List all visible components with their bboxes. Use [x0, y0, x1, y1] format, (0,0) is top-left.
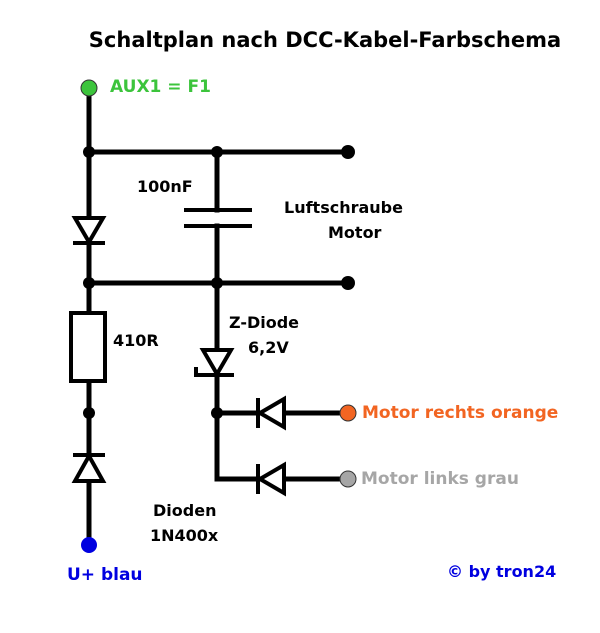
resistor-label: 410R	[113, 331, 159, 350]
motor-left-label: Motor links grau	[361, 469, 519, 489]
terminal-dot	[341, 276, 355, 290]
motor-label-line1: Luftschraube	[284, 198, 403, 217]
diode-lower-symbol	[71, 451, 107, 483]
terminal-dot	[341, 145, 355, 159]
resistor-symbol	[69, 311, 107, 383]
junction-dot	[211, 277, 223, 289]
junction-dot	[211, 407, 223, 419]
motor-right-label: Motor rechts orange	[362, 403, 559, 423]
diodes-label-line2: 1N400x	[150, 526, 219, 545]
diode-upper-symbol	[71, 216, 107, 246]
junction-dot	[83, 407, 95, 419]
diodes-label-line1: Dioden	[153, 501, 217, 520]
motor-left-terminal-dot	[339, 470, 357, 488]
uplus-terminal-dot	[81, 537, 97, 553]
motor-label-line2: Motor	[328, 223, 382, 242]
zener-label-line2: 6,2V	[248, 338, 289, 357]
aux-terminal-dot	[80, 79, 98, 97]
diagram-title: Schaltplan nach DCC-Kabel-Farbschema	[88, 28, 562, 52]
diode-right-orange-symbol	[256, 395, 286, 431]
capacitor-label: 100nF	[137, 177, 193, 196]
zener-label-line1: Z-Diode	[229, 313, 300, 332]
capacitor-symbol	[184, 208, 252, 228]
junction-dot	[83, 277, 95, 289]
copyright-label: © by tron24	[447, 562, 557, 581]
junction-dot	[83, 146, 95, 158]
zener-diode-symbol	[194, 348, 235, 378]
motor-right-terminal-dot	[339, 404, 357, 422]
diode-right-grey-symbol	[256, 461, 286, 497]
uplus-label: U+ blau	[67, 565, 143, 585]
aux-label: AUX1 = F1	[110, 77, 211, 97]
junction-dot	[211, 146, 223, 158]
